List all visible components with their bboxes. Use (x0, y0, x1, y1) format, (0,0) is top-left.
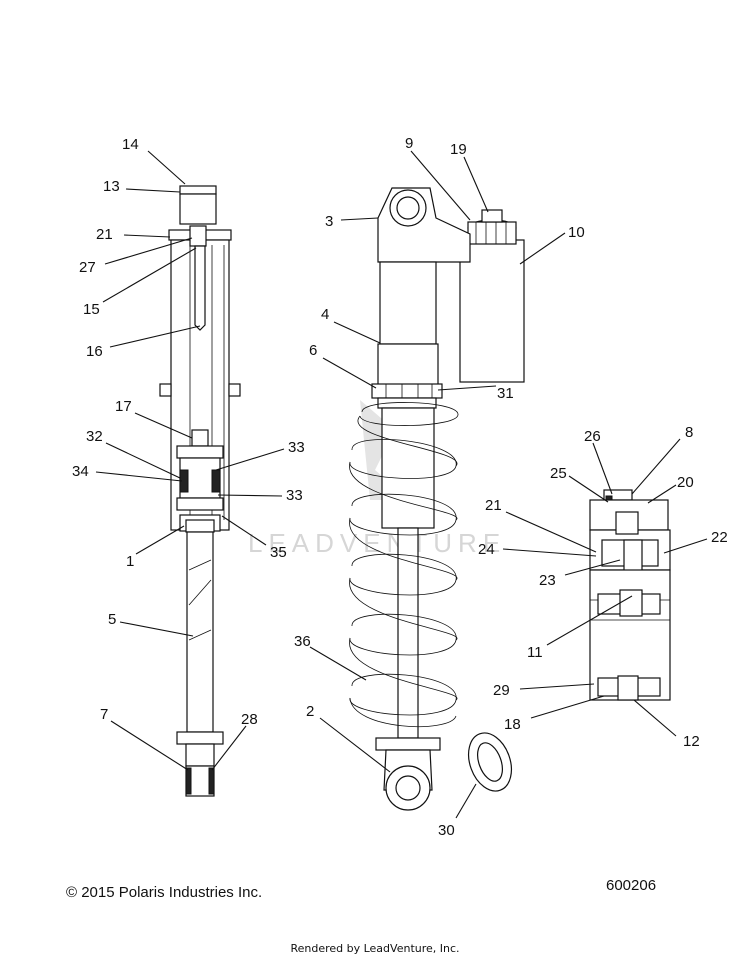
callout-35: 35 (270, 544, 287, 561)
callout-33-upper: 33 (288, 439, 305, 456)
diagram-number: 600206 (606, 877, 657, 894)
callout-12: 12 (683, 733, 700, 750)
callout-20: 20 (677, 474, 694, 491)
callout-21-left: 21 (96, 226, 113, 243)
callout-2: 2 (306, 703, 314, 720)
callout-25: 25 (550, 465, 567, 482)
callout-33-lower: 33 (286, 487, 303, 504)
callout-5: 5 (108, 611, 116, 628)
callout-27: 27 (79, 259, 96, 276)
callout-19: 19 (450, 141, 467, 158)
callout-21-right: 21 (485, 497, 502, 514)
callout-18: 18 (504, 716, 521, 733)
callout-8: 8 (685, 424, 693, 441)
callout-7: 7 (100, 706, 108, 723)
callout-16: 16 (86, 343, 103, 360)
callout-32: 32 (86, 428, 103, 445)
shock-body-exploded (159, 185, 241, 797)
callout-10: 10 (568, 224, 585, 241)
callout-14: 14 (122, 136, 139, 153)
callout-17: 17 (115, 398, 132, 415)
callout-9: 9 (405, 135, 413, 152)
callout-26: 26 (584, 428, 601, 445)
callout-labels: 1 2 3 4 5 6 7 8 9 10 11 12 13 14 15 16 1… (72, 135, 728, 839)
callout-36: 36 (294, 633, 311, 650)
callout-13: 13 (103, 178, 120, 195)
callout-15: 15 (83, 301, 100, 318)
callout-31: 31 (497, 385, 514, 402)
callout-22: 22 (711, 529, 728, 546)
leader-lines (95, 150, 708, 819)
copyright-text: © 2015 Polaris Industries Inc. (66, 884, 263, 901)
callout-6: 6 (309, 342, 317, 359)
reservoir-detail (589, 489, 671, 701)
callout-4: 4 (321, 306, 329, 323)
callout-3: 3 (325, 213, 333, 230)
callout-11: 11 (527, 644, 543, 661)
callout-29: 29 (493, 682, 510, 699)
callout-24: 24 (478, 541, 495, 558)
callout-30: 30 (438, 822, 455, 839)
callout-1: 1 (126, 553, 134, 570)
shock-assembly (349, 187, 525, 811)
watermark-text: LEADVENTURE (248, 528, 506, 558)
callout-28: 28 (241, 711, 258, 728)
rendered-by-text: Rendered by LeadVenture, Inc. (290, 942, 460, 955)
callout-34: 34 (72, 463, 89, 480)
callout-23: 23 (539, 572, 556, 589)
